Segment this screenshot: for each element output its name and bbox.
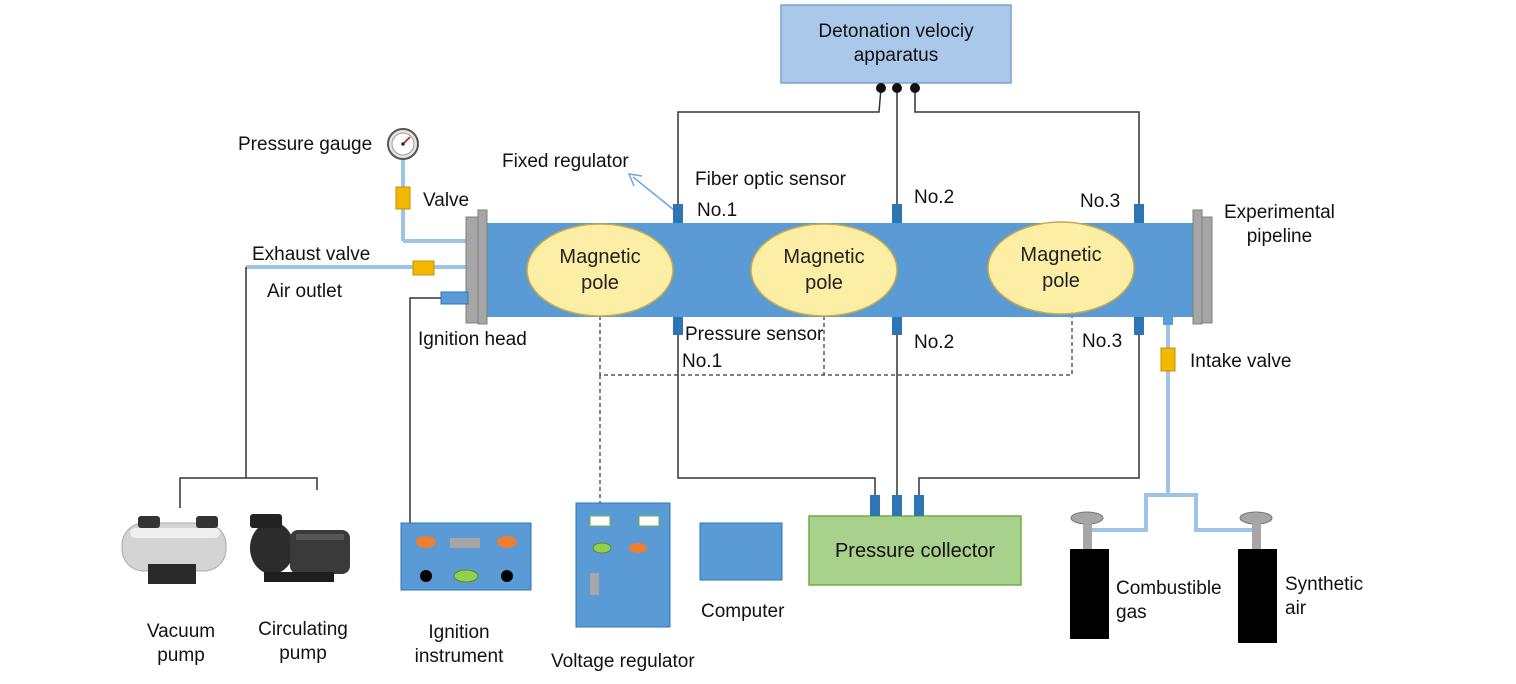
fiber-sensor-3-label: No.3 bbox=[1080, 191, 1121, 212]
apparatus-connector-2 bbox=[892, 83, 902, 93]
synthetic-air-label: Synthetic air bbox=[1285, 574, 1364, 619]
pressure-sensor-1 bbox=[673, 317, 683, 335]
fiber-signal-lines bbox=[677, 87, 1140, 206]
detonation-apparatus-box bbox=[780, 4, 1012, 84]
experimental-pipeline-label: Experimental pipeline bbox=[1224, 202, 1335, 247]
collector-port-3 bbox=[914, 495, 924, 516]
magnetic-pole-3-label: Magnetic pole bbox=[1020, 244, 1102, 292]
fiber-sensor-1 bbox=[673, 204, 683, 223]
circulating-pump-icon bbox=[250, 514, 350, 582]
voltage-regulator-label: Voltage regulator bbox=[551, 651, 695, 672]
ignition-line bbox=[409, 297, 443, 523]
pressure-sensor-3-label: No.3 bbox=[1082, 331, 1123, 352]
intake-port bbox=[1163, 317, 1173, 325]
fiber-sensor-3 bbox=[1134, 204, 1144, 223]
pressure-signal-lines bbox=[677, 334, 1140, 497]
pressure-sensor-3 bbox=[1134, 317, 1144, 335]
magnetic-pole-2 bbox=[750, 223, 898, 317]
vacuum-pump-label: Vacuum pump bbox=[146, 621, 216, 666]
pressure-gauge-icon bbox=[387, 128, 419, 160]
apparatus-connector-3 bbox=[910, 83, 920, 93]
fiber-sensor-2-label: No.2 bbox=[914, 187, 955, 208]
fixed-regulator-label: Fixed regulator bbox=[502, 151, 629, 172]
magnetic-pole-3 bbox=[987, 221, 1135, 315]
pressure-sensor-2 bbox=[892, 317, 902, 335]
computer-device bbox=[699, 522, 783, 581]
circulating-pump-label: Circulating pump bbox=[258, 619, 348, 664]
computer-label: Computer bbox=[701, 601, 785, 622]
ignition-instrument-device bbox=[400, 522, 532, 591]
ignition-instrument-label: Ignition instrument bbox=[414, 622, 504, 667]
detonation-apparatus-label: Detonation velociy apparatus bbox=[818, 21, 974, 66]
pressure-gauge-label: Pressure gauge bbox=[238, 134, 373, 155]
pressure-collector-box bbox=[808, 515, 1022, 586]
fiber-sensor-2 bbox=[892, 204, 902, 223]
valve-label: Valve bbox=[423, 190, 470, 211]
vacuum-pump-icon bbox=[121, 516, 227, 584]
exhaust-valve bbox=[412, 260, 435, 276]
collector-port-1 bbox=[870, 495, 880, 516]
fixed-regulator-arrow bbox=[632, 176, 675, 211]
ignition-head bbox=[440, 291, 469, 305]
apparatus-connector-1 bbox=[876, 83, 886, 93]
combustible-gas-cylinder bbox=[1070, 511, 1109, 639]
exhaust-to-pumps-line bbox=[179, 267, 318, 508]
magnetic-control-lines bbox=[599, 316, 1073, 503]
synthetic-air-cylinder bbox=[1238, 511, 1277, 643]
voltage-regulator-device bbox=[575, 502, 671, 628]
left-flange bbox=[465, 216, 479, 324]
magnetic-pole-1 bbox=[526, 223, 674, 317]
ignition-head-label: Ignition head bbox=[418, 329, 527, 350]
magnetic-pole-1-label: Magnetic pole bbox=[559, 246, 641, 294]
fiber-sensor-1-label: No.1 bbox=[697, 200, 738, 221]
combustible-gas-label: Combustible gas bbox=[1116, 578, 1222, 623]
pressure-collector-label: Pressure collector bbox=[834, 540, 996, 562]
pressure-sensor-label: Pressure sensor bbox=[685, 324, 824, 345]
exhaust-valve-label: Exhaust valve bbox=[252, 244, 371, 265]
collector-port-2 bbox=[892, 495, 902, 516]
right-flange bbox=[1192, 209, 1203, 325]
fiber-optic-sensor-label: Fiber optic sensor bbox=[695, 169, 847, 190]
pressure-sensor-2-label: No.2 bbox=[914, 332, 955, 353]
valve bbox=[395, 186, 411, 210]
pressure-sensor-1-label: No.1 bbox=[682, 351, 723, 372]
intake-valve-label: Intake valve bbox=[1190, 351, 1292, 372]
intake-valve bbox=[1160, 347, 1176, 372]
air-outlet-label: Air outlet bbox=[267, 281, 342, 302]
magnetic-pole-2-label: Magnetic pole bbox=[783, 246, 865, 294]
